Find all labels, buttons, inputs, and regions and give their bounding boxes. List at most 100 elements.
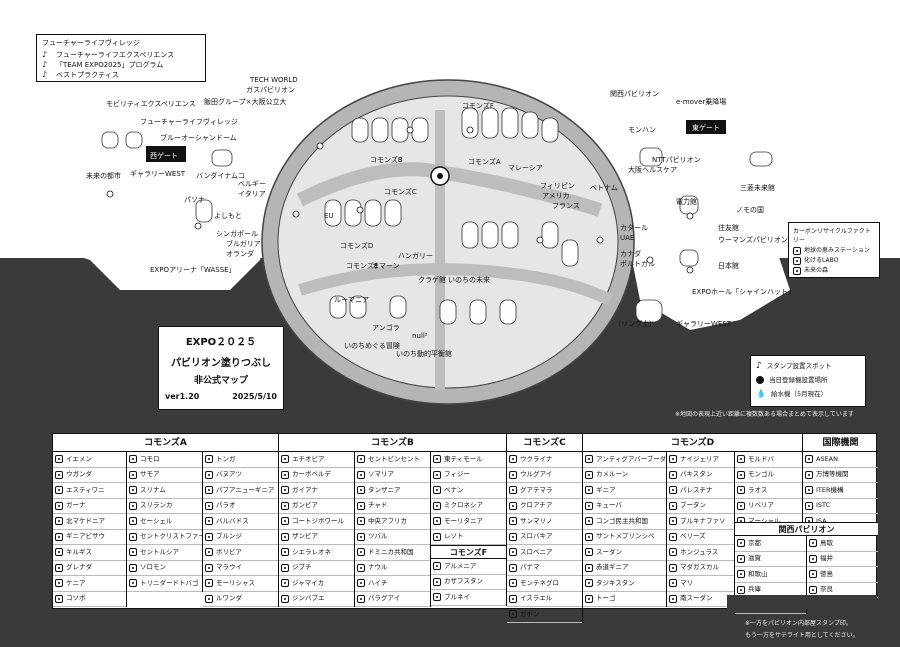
checklist-item[interactable]: グアテマラ bbox=[507, 483, 582, 499]
checklist-item[interactable]: ホンジュラス bbox=[667, 545, 734, 561]
checklist-item[interactable]: レソト bbox=[431, 530, 506, 545]
checkbox[interactable] bbox=[55, 470, 63, 479]
checkbox[interactable] bbox=[205, 486, 213, 495]
checkbox[interactable] bbox=[509, 455, 517, 464]
checklist-item[interactable]: バヌアツ bbox=[203, 468, 278, 483]
checkbox[interactable] bbox=[281, 579, 289, 588]
checklist-item[interactable]: トリニダードトバゴ bbox=[127, 576, 202, 592]
checklist-item[interactable]: フィジー bbox=[431, 468, 506, 483]
checkbox[interactable] bbox=[357, 486, 365, 495]
checklist-item[interactable]: ガーナ bbox=[53, 499, 126, 514]
checkbox[interactable] bbox=[129, 470, 137, 479]
checkbox[interactable] bbox=[281, 548, 289, 557]
checkbox[interactable] bbox=[509, 470, 517, 479]
checkbox[interactable] bbox=[357, 501, 365, 510]
checkbox[interactable] bbox=[809, 554, 817, 563]
checkbox[interactable] bbox=[281, 501, 289, 510]
checkbox[interactable] bbox=[509, 594, 517, 603]
checkbox[interactable] bbox=[585, 455, 593, 464]
checkbox[interactable] bbox=[737, 455, 745, 464]
checklist-item[interactable]: リベリア bbox=[735, 499, 802, 514]
checklist-item[interactable]: カメルーン bbox=[583, 468, 666, 483]
checklist-item[interactable]: モンテネグロ bbox=[507, 576, 582, 592]
checklist-item[interactable]: スロバキア bbox=[507, 530, 582, 545]
checkbox[interactable] bbox=[281, 594, 289, 603]
checkbox[interactable] bbox=[585, 517, 593, 526]
checklist-item[interactable]: スリランカ bbox=[127, 499, 202, 514]
checkbox[interactable] bbox=[669, 548, 677, 557]
checkbox[interactable] bbox=[509, 486, 517, 495]
checklist-item[interactable]: セントビンセント bbox=[355, 452, 430, 468]
checkbox[interactable] bbox=[281, 455, 289, 464]
checkbox[interactable] bbox=[509, 563, 517, 572]
checkbox[interactable] bbox=[737, 539, 745, 548]
checkbox[interactable] bbox=[205, 470, 213, 479]
checkbox[interactable] bbox=[205, 579, 213, 588]
checklist-item[interactable]: アンティグアバーブーダ bbox=[583, 452, 666, 468]
checklist-item[interactable]: パナマ bbox=[507, 561, 582, 576]
checklist-item[interactable]: バルバドス bbox=[203, 514, 278, 530]
checkbox[interactable] bbox=[129, 517, 137, 526]
checklist-item[interactable]: タンザニア bbox=[355, 483, 430, 499]
checklist-item[interactable]: セントクリストファー・ネイビス bbox=[127, 530, 202, 545]
checkbox[interactable] bbox=[737, 554, 745, 563]
checkbox[interactable] bbox=[809, 570, 817, 579]
checklist-item[interactable]: ウルグアイ bbox=[507, 468, 582, 483]
checklist-item[interactable]: トーゴ bbox=[583, 592, 666, 607]
checkbox[interactable] bbox=[669, 455, 677, 464]
checklist-item[interactable]: 徳島 bbox=[807, 567, 878, 583]
checklist-item[interactable]: スーダン bbox=[583, 545, 666, 561]
checklist-item[interactable]: イスラエル bbox=[507, 592, 582, 607]
checkbox[interactable] bbox=[805, 486, 813, 495]
checklist-item[interactable]: サンマリノ bbox=[507, 514, 582, 530]
checkbox[interactable] bbox=[357, 517, 365, 526]
checkbox[interactable] bbox=[585, 501, 593, 510]
checklist-item[interactable]: タジキスタン bbox=[583, 576, 666, 592]
checkbox[interactable] bbox=[793, 267, 801, 275]
checklist-item[interactable]: 万博等機関 bbox=[803, 468, 878, 483]
checklist-item[interactable]: ジブチ bbox=[279, 561, 354, 576]
checklist-item[interactable]: ITER機構 bbox=[803, 483, 878, 499]
checkbox[interactable] bbox=[509, 548, 517, 557]
checkbox[interactable] bbox=[357, 532, 365, 541]
checklist-item[interactable]: 中央アフリカ bbox=[355, 514, 430, 530]
checkbox[interactable] bbox=[585, 486, 593, 495]
checklist-item[interactable]: シエラレオネ bbox=[279, 545, 354, 561]
checkbox[interactable] bbox=[585, 548, 593, 557]
checklist-item[interactable]: コートジボワール bbox=[279, 514, 354, 530]
checkbox[interactable] bbox=[585, 563, 593, 572]
checkbox[interactable] bbox=[357, 594, 365, 603]
checklist-item[interactable]: ハイチ bbox=[355, 576, 430, 592]
checklist-item[interactable]: 滋賀 bbox=[735, 552, 806, 567]
checklist-item[interactable]: 東ティモール bbox=[431, 452, 506, 468]
checkbox[interactable] bbox=[669, 517, 677, 526]
checklist-item[interactable]: セントルシア bbox=[127, 545, 202, 561]
checklist-item[interactable]: キューバ bbox=[583, 499, 666, 514]
checkbox[interactable] bbox=[55, 501, 63, 510]
checklist-item[interactable]: 北マケドニア bbox=[53, 514, 126, 530]
checkbox[interactable] bbox=[793, 257, 801, 265]
checklist-item[interactable]: ベナン bbox=[431, 483, 506, 499]
checkbox[interactable] bbox=[205, 455, 213, 464]
checkbox[interactable] bbox=[129, 455, 137, 464]
checklist-item[interactable]: ガイアナ bbox=[279, 483, 354, 499]
checklist-item[interactable]: モンゴル bbox=[735, 468, 802, 483]
checklist-item[interactable]: 南スーダン bbox=[667, 592, 734, 607]
checkbox[interactable] bbox=[55, 579, 63, 588]
checklist-item[interactable]: ブータン bbox=[667, 499, 734, 514]
checklist-item[interactable]: イエメン bbox=[53, 452, 126, 468]
checklist-item[interactable]: ナウル bbox=[355, 561, 430, 576]
checkbox[interactable] bbox=[509, 579, 517, 588]
checklist-item[interactable]: ルワンダ bbox=[203, 592, 278, 607]
checkbox[interactable] bbox=[433, 517, 441, 526]
checkbox[interactable] bbox=[357, 455, 365, 464]
checkbox[interactable] bbox=[669, 486, 677, 495]
checklist-item[interactable]: マラウイ bbox=[203, 561, 278, 576]
checkbox[interactable] bbox=[809, 539, 817, 548]
checklist-item[interactable]: ソマリア bbox=[355, 468, 430, 483]
checkbox[interactable] bbox=[129, 579, 137, 588]
checkbox[interactable] bbox=[509, 532, 517, 541]
checklist-item[interactable]: トンガ bbox=[203, 452, 278, 468]
checkbox[interactable] bbox=[805, 501, 813, 510]
checkbox[interactable] bbox=[205, 501, 213, 510]
